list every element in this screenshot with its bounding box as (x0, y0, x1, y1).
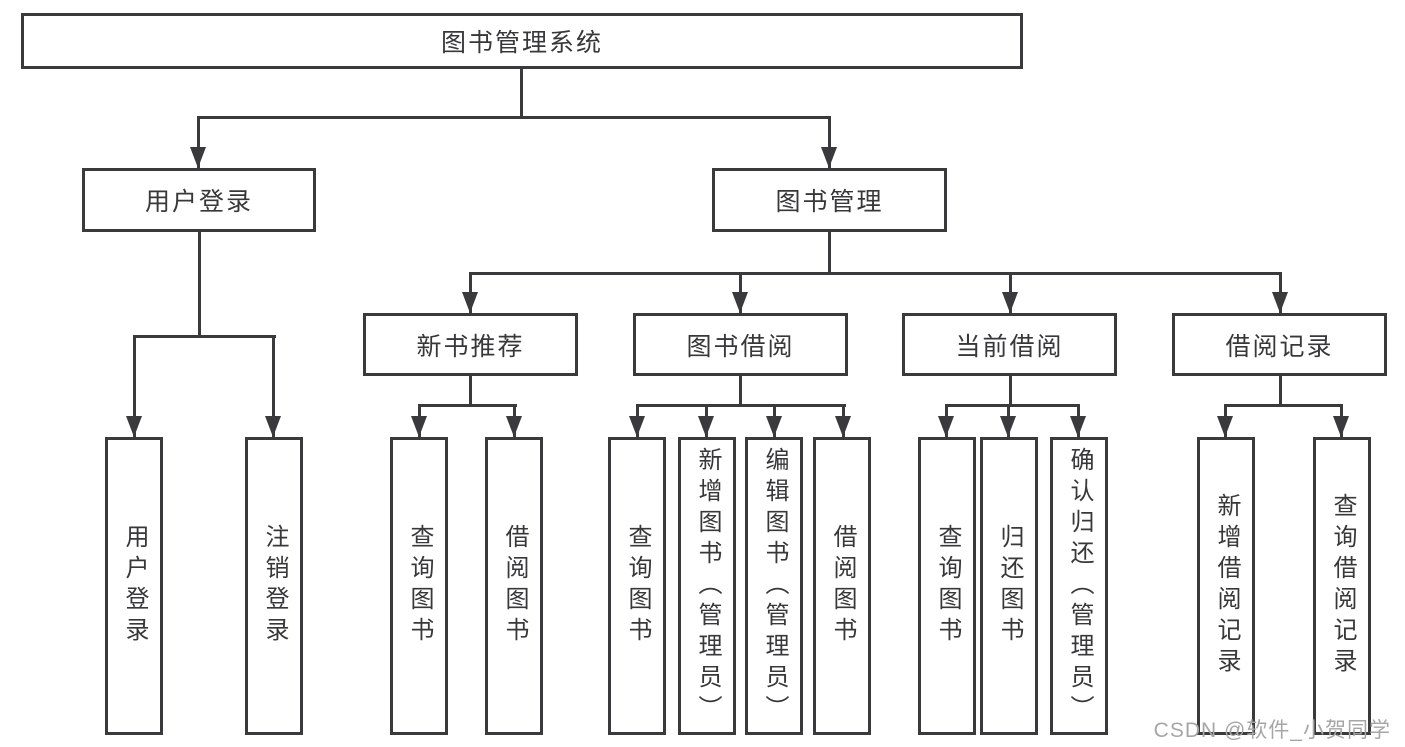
leaf-logout: 注销登录 (245, 437, 303, 735)
leaf-records-add-record: 新增借阅记录 (1197, 437, 1255, 735)
arrow-stem (828, 116, 831, 168)
arrowhead-icon (938, 416, 954, 437)
leaf-user-login: 用户登录 (105, 437, 163, 735)
node-user-login: 用户登录 (82, 168, 316, 232)
arrow-stem (197, 116, 200, 168)
arrowhead-icon (732, 292, 748, 313)
arrowhead-icon (1217, 416, 1233, 437)
branch-line (197, 116, 831, 119)
trunk-line (739, 376, 742, 407)
arrowhead-icon (126, 416, 142, 437)
arrowhead-icon (462, 292, 478, 313)
leaf-currentborrow-return-books: 归还图书 (980, 437, 1038, 735)
leaf-bookborrow-borrow-books: 借阅图书 (813, 437, 871, 735)
branch-line (636, 404, 846, 407)
trunk-line (469, 376, 472, 407)
trunk-line (1009, 376, 1012, 407)
branch-line (1224, 404, 1343, 407)
arrowhead-icon (629, 416, 645, 437)
arrowhead-icon (265, 416, 281, 437)
arrowhead-icon (1070, 416, 1086, 437)
watermark-text: CSDN @软件_小贺同学 (1153, 719, 1391, 742)
leaf-currentborrow-query-books: 查询图书 (918, 437, 976, 735)
leaf-bookborrow-query-books: 查询图书 (608, 437, 666, 735)
branch-line (133, 335, 276, 338)
trunk-line (198, 232, 201, 338)
node-root: 图书管理系统 (21, 13, 1023, 69)
branch-line (945, 404, 1080, 407)
arrow-stem (272, 335, 275, 437)
arrowhead-icon (1000, 416, 1016, 437)
node-book-borrow: 图书借阅 (633, 313, 848, 376)
leaf-newbooks-query-books: 查询图书 (390, 437, 448, 735)
arrowhead-icon (190, 147, 206, 168)
arrowhead-icon (766, 416, 782, 437)
arrowhead-icon (411, 416, 427, 437)
trunk-line (520, 69, 523, 117)
branch-line (469, 272, 1282, 275)
arrowhead-icon (1272, 292, 1288, 313)
node-current-borrow: 当前借阅 (902, 313, 1117, 376)
arrow-stem (133, 335, 136, 437)
leaf-records-query-record: 查询借阅记录 (1313, 437, 1371, 735)
arrowhead-icon (821, 147, 837, 168)
leaf-currentborrow-confirm-return-admin: 确认归还（管理员） (1050, 437, 1108, 735)
leaf-bookborrow-edit-books-admin: 编辑图书（管理员） (745, 437, 803, 735)
arrowhead-icon (698, 416, 714, 437)
arrowhead-icon (1333, 416, 1349, 437)
node-book-mgmt: 图书管理 (712, 168, 947, 232)
node-new-books: 新书推荐 (363, 313, 578, 376)
trunk-line (828, 232, 831, 275)
trunk-line (1279, 376, 1282, 407)
arrowhead-icon (506, 416, 522, 437)
arrowhead-icon (835, 416, 851, 437)
arrowhead-icon (1002, 292, 1018, 313)
leaf-newbooks-borrow-books: 借阅图书 (485, 437, 543, 735)
node-borrow-records: 借阅记录 (1172, 313, 1387, 376)
leaf-bookborrow-add-books-admin: 新增图书（管理员） (678, 437, 736, 735)
branch-line (418, 404, 517, 407)
